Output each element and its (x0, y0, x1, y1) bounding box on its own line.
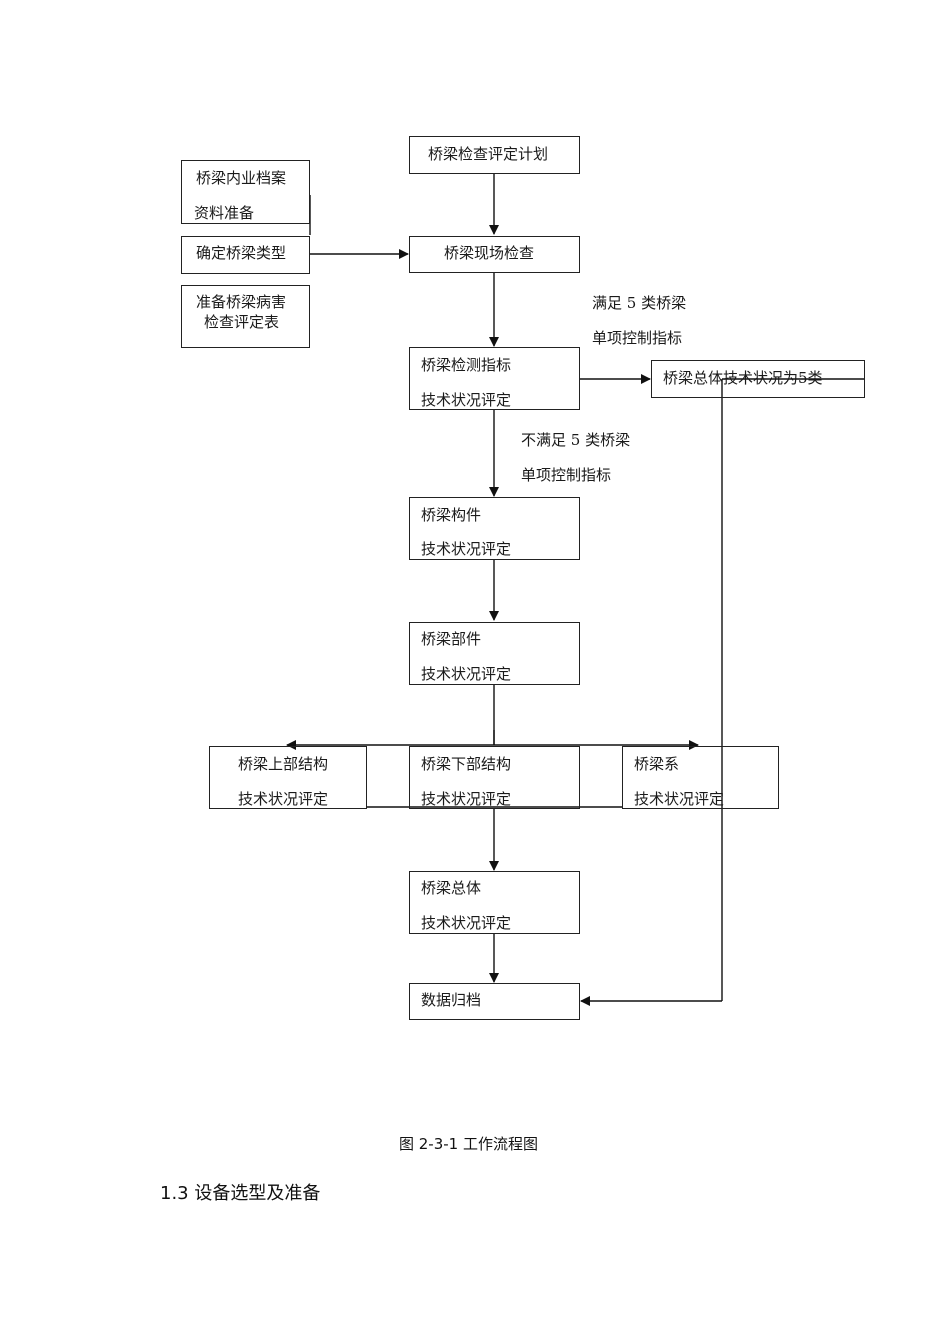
section-heading: 1.3 设备选型及准备 (160, 1183, 321, 1204)
node-indicator-line1: 桥梁检测指标 (421, 356, 512, 374)
node-forms (181, 285, 310, 348)
node-archive-prep (181, 160, 310, 224)
edge-label-meets-line1: 满足 5 类桥梁 (592, 294, 687, 312)
node-indicator (409, 347, 580, 410)
node-data-archive (409, 983, 580, 1020)
node-deck-system (622, 746, 779, 809)
node-overall-line2: 技术状况评定 (421, 914, 512, 932)
node-overall-line1: 桥梁总体 (421, 879, 482, 897)
node-overall (409, 871, 580, 934)
node-member (409, 497, 580, 560)
node-bridge-type-label: 确定桥梁类型 (196, 244, 287, 262)
node-part-line1: 桥梁部件 (421, 630, 482, 648)
node-member-line2: 技术状况评定 (421, 540, 512, 558)
node-onsite-inspection-label: 桥梁现场检查 (444, 244, 535, 262)
node-superstructure (209, 746, 367, 809)
node-data-archive-label: 数据归档 (421, 991, 482, 1009)
node-part (409, 622, 580, 685)
node-deck-system-line1: 桥梁系 (634, 755, 680, 773)
node-archive-prep-line1: 桥梁内业档案 (196, 169, 287, 187)
node-part-line2: 技术状况评定 (421, 665, 512, 683)
figure-caption: 图 2-3-1 工作流程图 (399, 1135, 538, 1153)
node-class5-label: 桥梁总体技术状况为5类 (663, 369, 823, 387)
edge-label-not-meets-line2: 单项控制指标 (521, 466, 612, 484)
node-substructure-line2: 技术状况评定 (421, 790, 512, 808)
node-onsite-inspection (409, 236, 580, 273)
edge-label-not-meets-line1: 不满足 5 类桥梁 (521, 431, 631, 449)
node-bridge-type (181, 236, 310, 274)
node-forms-line1: 准备桥梁病害 (196, 293, 287, 311)
node-substructure-line1: 桥梁下部结构 (421, 755, 512, 773)
node-plan-label: 桥梁检查评定计划 (428, 145, 549, 163)
node-class5 (651, 360, 865, 398)
node-forms-line2: 检查评定表 (204, 313, 280, 331)
node-deck-system-line2: 技术状况评定 (634, 790, 725, 808)
node-substructure (409, 746, 580, 809)
node-superstructure-line2: 技术状况评定 (238, 790, 329, 808)
node-plan (409, 136, 580, 174)
node-indicator-line2: 技术状况评定 (421, 391, 512, 409)
edge-label-meets-line2: 单项控制指标 (592, 329, 683, 347)
node-superstructure-line1: 桥梁上部结构 (238, 755, 329, 773)
node-member-line1: 桥梁构件 (421, 506, 482, 524)
node-archive-prep-line2: 资料准备 (194, 204, 255, 222)
